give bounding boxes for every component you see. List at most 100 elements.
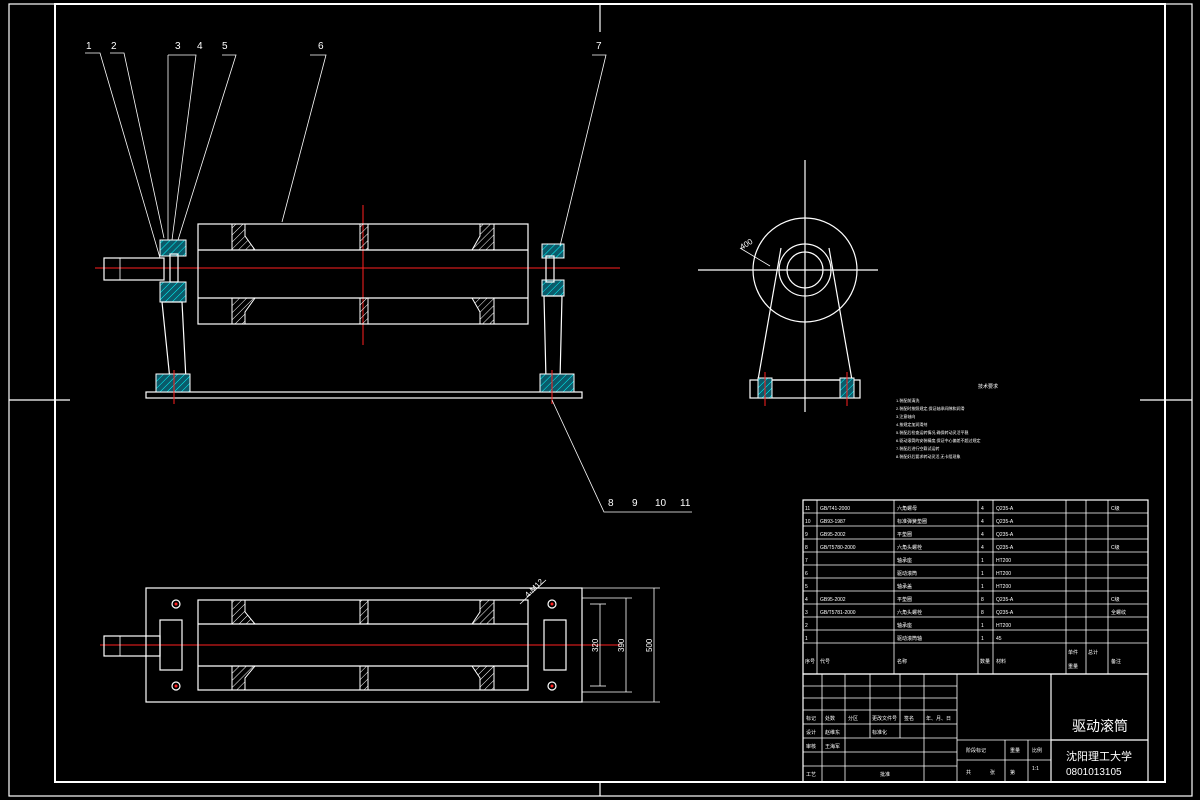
bom-code: GB/T5780-2000 [820, 545, 856, 551]
tech-req-line: 1.装配前清洗 [896, 397, 919, 403]
bom-header-remark: 备注 [1111, 658, 1121, 665]
bom-seq: 11 [805, 506, 810, 512]
bom-header-qty: 数量 [980, 658, 990, 665]
drawing-name: 驱动滚筒 [1072, 718, 1128, 734]
tb-label-mark: 标记 [806, 715, 816, 722]
bom-material: Q235-A [996, 506, 1014, 512]
bom-material: HT200 [996, 584, 1011, 590]
bom-seq: 4 [805, 597, 808, 603]
bom-remark: C级 [1111, 505, 1120, 512]
bom-name: 平垫圈 [897, 596, 912, 603]
bom-remark: 全螺纹 [1111, 609, 1126, 616]
balloon-8: 8 [608, 498, 614, 509]
bom-qty: 8 [981, 610, 984, 616]
bom-row: 11 GB/T41-2000 六角螺母 4 Q235-A C级 [805, 505, 1120, 512]
bom-row: 9 GB95-2002 平垫圈 4 Q235-A [805, 531, 1014, 538]
bom-row: 4 GB95-2002 平垫圈 8 Q235-A C级 [805, 596, 1120, 603]
bom-material: Q235-A [996, 519, 1014, 525]
balloon-10: 10 [655, 498, 667, 509]
tb-weight-label: 重量 [1010, 747, 1020, 754]
tb-label-date: 年、月、日 [926, 715, 951, 722]
bom-name: 六角螺母 [897, 505, 917, 512]
tb-checker-name: 王海军 [825, 743, 840, 750]
bom-row: 7 轴承座 1 HT200 [805, 557, 1011, 564]
tb-stage-label: 阶段标记 [966, 747, 986, 754]
balloon-6: 6 [318, 41, 324, 52]
bom-name: 六角头螺栓 [897, 609, 922, 616]
tech-req-line: 7.装配后进行空载试运转 [896, 445, 939, 451]
bom-header-total: 总计 [1088, 649, 1098, 656]
tech-req-heading: 技术要求 [978, 383, 998, 390]
part-balloons-top: 1 2 3 4 5 6 7 [86, 41, 602, 52]
tb-process-label: 工艺 [806, 772, 816, 778]
tb-approve-label: 批准 [880, 771, 890, 778]
bom-qty: 1 [981, 558, 984, 564]
drawing-frame [8, 3, 1193, 797]
tb-label-zone: 分区 [848, 715, 858, 722]
balloon-4: 4 [197, 41, 203, 52]
bom-qty: 4 [981, 519, 984, 525]
bom-remark: C级 [1111, 544, 1120, 551]
bom-name: 六角头螺栓 [897, 544, 922, 551]
balloon-9: 9 [632, 498, 638, 509]
bom-row: 8 GB/T5780-2000 六角头螺栓 4 Q235-A C级 [805, 544, 1120, 551]
tb-designer-label: 设计 [806, 729, 816, 736]
bom-material: HT200 [996, 571, 1011, 577]
bom-qty: 4 [981, 545, 984, 551]
diameter-dimension: 400 [738, 237, 755, 252]
tech-req-line: 3.注意轴向 [896, 413, 915, 419]
bom-header-code: 代号 [820, 658, 830, 665]
bom-material: Q235-A [996, 597, 1014, 603]
bom-row: 10 GB93-1987 标准弹簧垫圈 4 Q235-A [805, 518, 1014, 525]
bom-seq: 10 [805, 519, 811, 525]
bom-remark: C级 [1111, 596, 1120, 603]
bom-table: 11 GB/T41-2000 六角螺母 4 Q235-A C级 10 GB93-… [802, 499, 1149, 675]
bom-seq: 5 [805, 584, 808, 590]
balloon-2: 2 [111, 41, 117, 52]
bom-material: HT200 [996, 623, 1011, 629]
balloon-1: 1 [86, 41, 92, 52]
bom-seq: 9 [805, 532, 808, 538]
tb-label-sign: 签名 [904, 715, 914, 722]
bom-header-name: 名称 [897, 658, 907, 665]
outer-width-dimension: 390 [617, 638, 626, 652]
tb-label-change-no: 更改文件号 [872, 715, 897, 722]
bom-qty: 1 [981, 571, 984, 577]
bom-material: Q235-A [996, 610, 1014, 616]
bom-qty: 1 [981, 584, 984, 590]
balloon-11: 11 [680, 498, 691, 509]
bom-row: 2 轴承座 1 HT200 [805, 622, 1011, 629]
tb-scale-label: 比例 [1032, 747, 1042, 754]
bom-code: GB93-1987 [820, 519, 846, 525]
bom-name: 平垫圈 [897, 531, 912, 538]
bom-seq: 8 [805, 545, 808, 551]
inner-width-dimension: 320 [591, 638, 600, 652]
bom-name: 标准弹簧垫圈 [897, 518, 927, 525]
balloon-3: 3 [175, 41, 181, 52]
bom-header: 序号 代号 名称 数量 材料 单件 总计 重量 备注 [805, 649, 1121, 670]
bom-material: HT200 [996, 558, 1011, 564]
bom-header-single: 单件 [1068, 649, 1078, 656]
title-block: 标记 处数 分区 更改文件号 签名 年、月、日 设计 赵维东 标准化 审核 王海… [802, 673, 1149, 783]
bom-name: 驱动滚筒 [897, 570, 917, 577]
tb-checker-label: 审核 [806, 743, 816, 750]
length-dimension: 500 [645, 638, 654, 652]
bom-qty: 4 [981, 532, 984, 538]
bom-name: 轴承座 [897, 557, 912, 564]
front-view [85, 52, 692, 513]
balloon-5: 5 [222, 41, 228, 52]
tb-sheet-label: 张 [990, 769, 995, 776]
bom-material: Q235-A [996, 545, 1014, 551]
tb-sheet-total: 共 [966, 769, 971, 776]
bom-header-material: 材料 [996, 658, 1006, 665]
tech-req-line: 5.装配后检查运转情况,确保转动灵活平稳 [896, 429, 968, 435]
bom-seq: 7 [805, 558, 808, 564]
bom-header-weight: 重量 [1068, 663, 1078, 670]
drawing-number: 0801013105 [1066, 767, 1122, 778]
tech-req-line: 6.驱动滚筒的安装精度,保证中心偏差不超过规定 [896, 437, 980, 443]
bom-name: 轴承盖 [897, 583, 912, 590]
part-balloons-bottom: 8 9 10 11 [608, 498, 691, 509]
bom-material: 45 [996, 636, 1002, 642]
tb-scale-value: 1:1 [1032, 766, 1039, 772]
